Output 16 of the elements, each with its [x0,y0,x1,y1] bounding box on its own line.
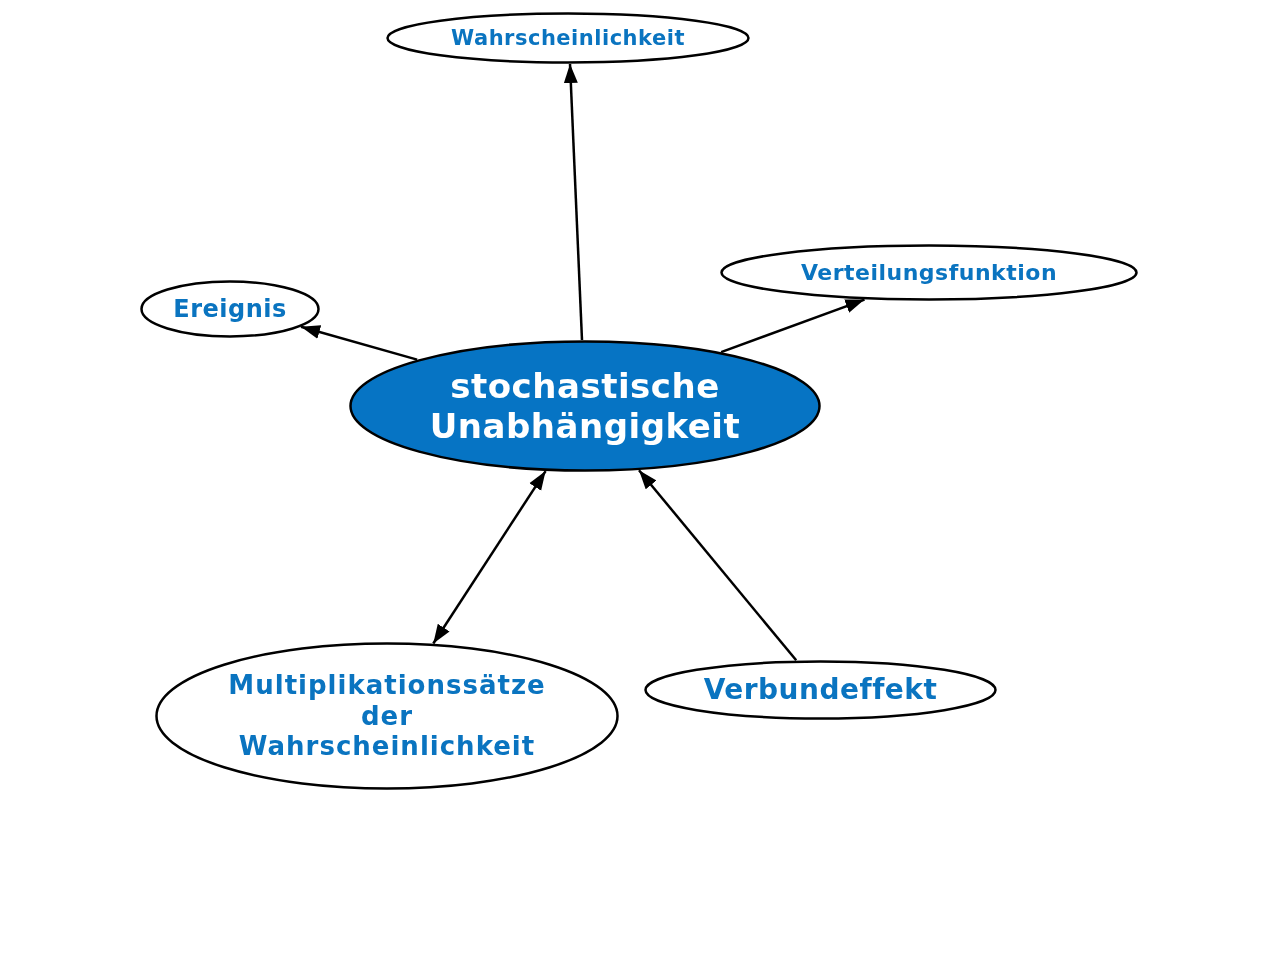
concept-label: stochastische Unabhängigkeit [428,365,742,447]
concept-ellipse [386,12,750,64]
concept-label: Verbundeffekt [703,673,938,707]
arrow [300,325,418,361]
concept-label: Wahrscheinlichkeit [451,25,685,51]
concept-label: Multiplikationssätze der Wahrscheinlichkeit [227,670,547,762]
arrow [720,298,865,354]
concept-ellipse [155,642,619,790]
concept-label: Ereignis [173,294,287,324]
concept-ellipse [644,660,997,720]
concept-label: Verteilungsfunktion [800,259,1058,286]
concept-ellipse [140,280,320,338]
arrow [638,469,798,662]
arrow [432,470,547,645]
central-concept-ellipse [349,340,821,472]
concept-ellipse [720,244,1138,301]
